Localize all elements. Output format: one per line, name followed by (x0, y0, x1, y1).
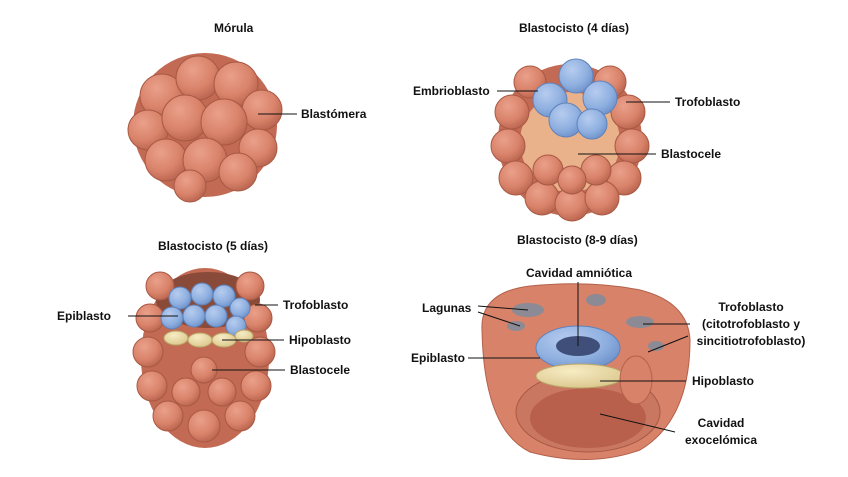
title-morula: Mórula (214, 21, 254, 35)
label-trofoblasto-89-line1: Trofoblasto (718, 300, 784, 314)
label-cavidad-exocelomica-line1: Cavidad (697, 416, 745, 430)
label-embrioblasto: Embrioblasto (413, 84, 490, 98)
leader-trofoblasto-89-2 (647, 335, 689, 353)
label-trofoblasto-89-line3: sincitiotrofoblasto) (696, 334, 806, 348)
blastocisto-4-illustration (490, 58, 650, 222)
label-hipoblasto-5: Hipoblasto (289, 333, 351, 347)
label-epiblasto-89: Epiblasto (411, 351, 466, 365)
label-hipoblasto-89: Hipoblasto (692, 374, 754, 388)
title-blastocisto-89: Blastocisto (8-9 días) (517, 233, 638, 247)
label-cavidad-exocelomica: Cavidad exocelómica (676, 416, 766, 447)
label-trofoblasto-4: Trofoblasto (675, 95, 741, 109)
label-cavidad-exocelomica-line2: exocelómica (684, 433, 758, 447)
label-trofoblasto-89-line2: (citotrofoblasto y (702, 317, 800, 331)
label-lagunas: Lagunas (422, 301, 472, 315)
label-trofoblasto-89: Trofoblasto (citotrofoblasto y sincitiot… (690, 300, 812, 348)
leader-lagunas-1 (477, 305, 529, 311)
blastocisto-5-illustration (132, 268, 276, 448)
leader-cavidad-exocelomica (599, 413, 676, 433)
label-blastomera: Blastómera (301, 107, 367, 121)
title-blastocisto-4: Blastocisto (4 días) (519, 21, 630, 35)
label-blastocele-4: Blastocele (661, 147, 722, 161)
title-blastocisto-5: Blastocisto (5 días) (158, 239, 269, 253)
label-cavidad-amniotica: Cavidad amniótica (526, 266, 633, 280)
leader-lagunas-2 (477, 311, 521, 327)
label-epiblasto-5: Epiblasto (57, 309, 112, 323)
label-blastocele-5: Blastocele (290, 363, 351, 377)
label-trofoblasto-5: Trofoblasto (283, 298, 349, 312)
blastocisto-89-illustration (481, 283, 691, 461)
morula-illustration (127, 53, 283, 203)
